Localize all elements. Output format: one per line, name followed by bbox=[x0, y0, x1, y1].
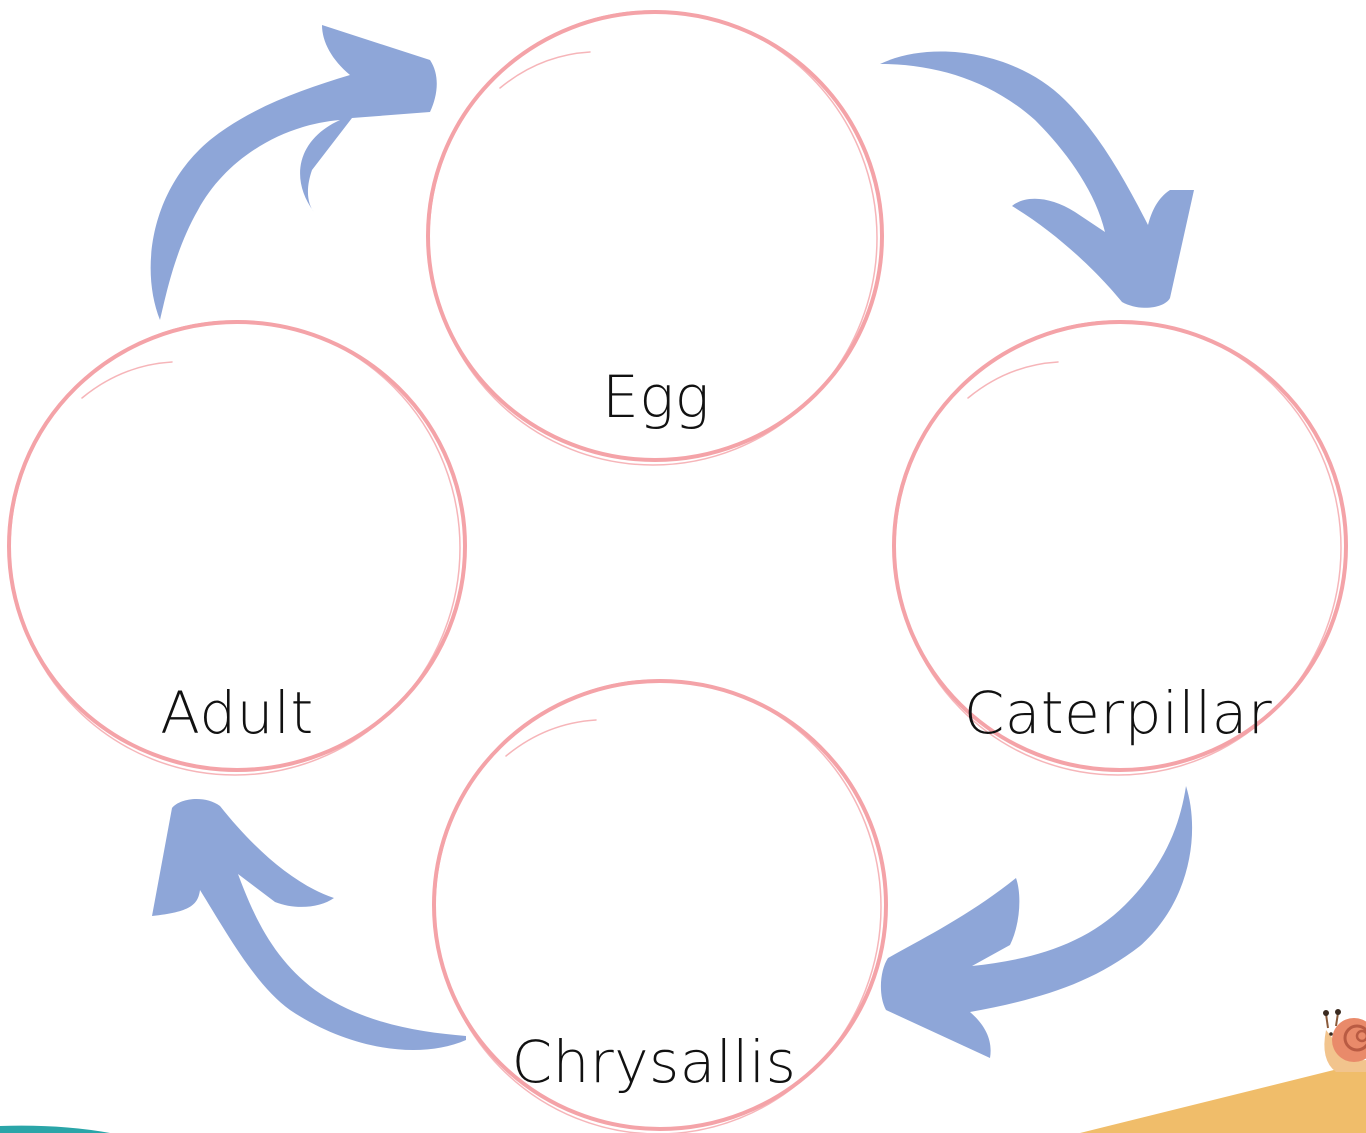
adult-circle bbox=[7, 320, 467, 776]
chrysallis-circle bbox=[432, 679, 888, 1133]
egg-circle bbox=[426, 10, 884, 466]
stage-label-chrysallis: Chrysallis bbox=[511, 1028, 797, 1096]
stage-label-caterpillar: Caterpillar bbox=[963, 679, 1273, 747]
curved-arrow-icon bbox=[150, 25, 1194, 1058]
bottom-right-ground bbox=[1080, 1062, 1366, 1133]
bottom-left-stripe bbox=[0, 1125, 110, 1133]
caterpillar-circle bbox=[892, 320, 1348, 776]
stage-label-adult: Adult bbox=[160, 679, 314, 747]
stage-label-egg: Egg bbox=[602, 363, 710, 431]
snail-icon bbox=[1323, 1009, 1366, 1072]
